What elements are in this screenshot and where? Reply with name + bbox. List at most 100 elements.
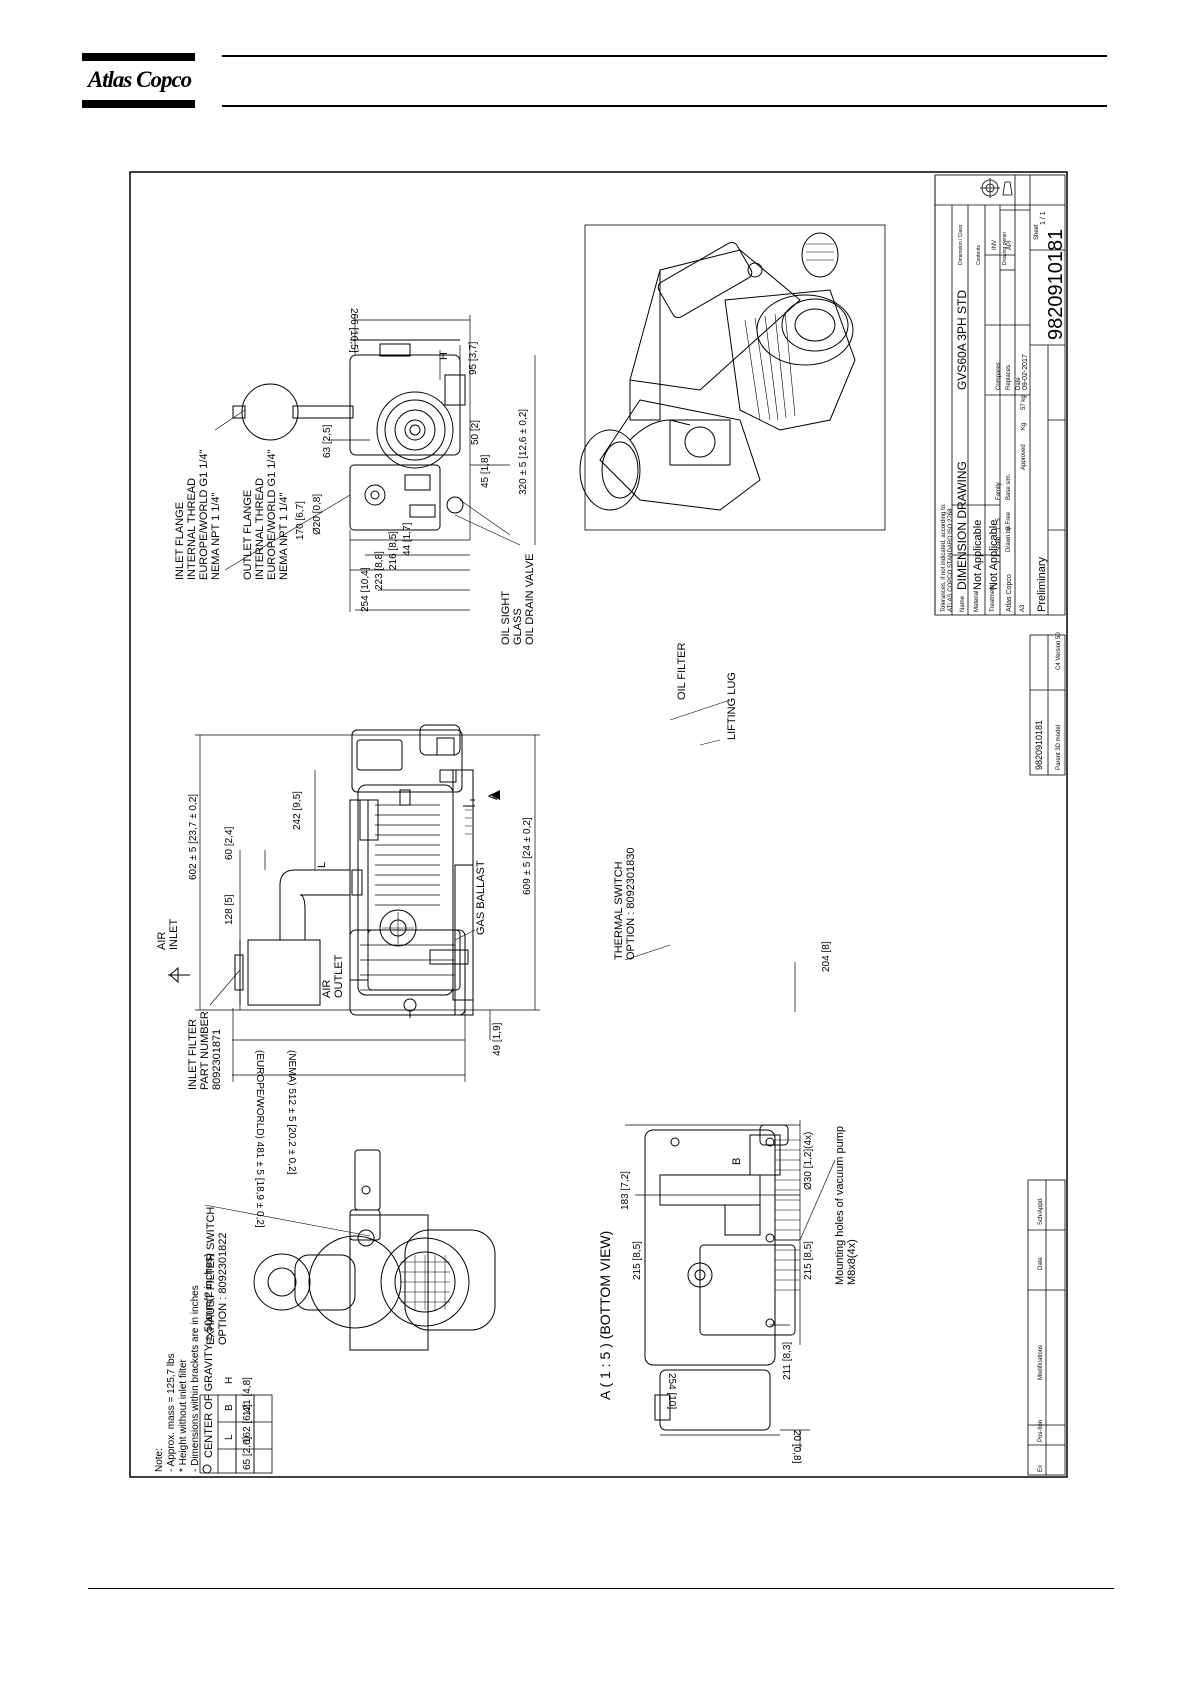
cog-header-l: L [224, 1434, 235, 1440]
gas-ballast-label: GAS BALLAST [475, 860, 487, 935]
drawing-text: EXHAUST FILTER SWITCH OPTION : 809230182… [154, 211, 1067, 1474]
dim-481: (EUROPE/WORLD) 481 ± 5 [18,9 ± 0,2] [254, 1050, 265, 1228]
rev-sch-appd: Sch/Appd. [1038, 1197, 1044, 1225]
dim-170: 170 [6,7] [295, 501, 306, 540]
inlet-filter-label-1: INLET FILTER [187, 1019, 199, 1090]
marker-b: B [731, 1158, 743, 1165]
tb-file-note: Parent 3D model [1056, 725, 1062, 770]
dim-50: 50 [2] [470, 420, 481, 445]
note-line-4: - Dimensions within brackets are in inch… [190, 1285, 201, 1472]
lifting-lug-label: LIFTING LUG [726, 672, 738, 740]
tb-date: 09-02-2017 [1022, 354, 1029, 390]
dim-254: 254 [10,4] [360, 567, 371, 612]
tb-weight-label: Kg [1021, 423, 1027, 430]
thermal-switch-label-2: OPTION : 8092301830 [625, 847, 637, 960]
end-view-dimensions [330, 315, 536, 612]
outlet-flange-label-4: NEMA NPT 1 1/4" [278, 492, 290, 580]
outlet-flange-label-1: OUTLET FLANGE [242, 490, 254, 580]
bottom-view [644, 1124, 800, 1431]
dim-320: 320 ± 5 [12,6 ± 0,2] [518, 409, 529, 495]
tb-checked-label: Base sim. [1006, 473, 1012, 500]
tb-small-label-3: Contents [976, 244, 982, 265]
dim-266: 266 [10,5] [348, 308, 359, 353]
dim-63: 63 [2,5] [322, 424, 333, 458]
cog-value-b: 162 [6,4] [242, 1404, 253, 1443]
tb-name: DIMENSION DRAWING [955, 461, 969, 590]
tb-small-label-1: Dimension / Class [958, 224, 964, 265]
isometric-view [579, 224, 886, 531]
cog-value-l: 65 [2,6] [242, 1436, 253, 1470]
rev-date: Date [1038, 1257, 1044, 1270]
arrows [168, 790, 500, 984]
revision-block [1027, 1179, 1066, 1476]
air-outlet-label-1: AIR [321, 980, 333, 998]
tb-dept: INV [992, 240, 998, 250]
thermal-switch-label-1: THERMAL SWITCH [613, 861, 625, 960]
tb-company: Atlas Copco [1006, 574, 1013, 612]
tb-drawn-by-label: Drawn by [1006, 527, 1012, 552]
tb-drawing-no: 9820910181 [1045, 229, 1067, 340]
dim-223: 223 [8,8] [374, 551, 385, 590]
tb-sheet-label: Sheet [1034, 224, 1040, 240]
inlet-flange-label-1: INLET FLANGE [174, 502, 186, 580]
side-view [234, 724, 475, 1018]
tb-scale-label: Scale [996, 536, 1002, 552]
rev-position: Pos-tion [1038, 1420, 1044, 1442]
tb-treatment: Not Applicable [988, 520, 1000, 590]
title-block [934, 174, 1066, 776]
cog-value-h: 121 [4,8] [242, 1377, 253, 1416]
oil-sight-label-2: GLASS [512, 608, 524, 645]
tb-api-label: API [1007, 240, 1013, 250]
air-inlet-label-2: INLET [168, 919, 180, 950]
marker-l: L [316, 862, 328, 868]
logo-text: Atlas Copco [87, 67, 192, 92]
marker-h: H [438, 352, 450, 360]
arrow-a-label: A [486, 792, 500, 800]
dim-512: (NEMA) 512 ± 5 [20,2 ± 0,2] [286, 1050, 297, 1175]
tb-name-label: Name [960, 595, 966, 612]
tb-material: Not Applicable [972, 520, 984, 590]
dim-215-a: 215 [8,5] [632, 1241, 643, 1280]
tb-small-label-2: Drawing owner [1002, 231, 1008, 265]
bottom-view-title: A ( 1 : 5 ) (BOTTOM VIEW) [597, 1231, 613, 1400]
side-view-dimensions [195, 734, 796, 1082]
dim-20: 20 [0,8] [791, 1430, 802, 1464]
oil-sight-label-1: OIL SIGHT [500, 591, 512, 645]
tb-material-label: Material [974, 591, 980, 612]
logo-bar-top [82, 53, 195, 61]
dim-216: 216 [8,5] [388, 531, 399, 570]
footer-rule [88, 1588, 1114, 1589]
tb-version-note: C4 Version 50 [1056, 632, 1062, 670]
cog-header-h: H [224, 1377, 235, 1384]
mounting-holes-label-1: Mounting holes of vacuum pump [834, 1126, 846, 1285]
tb-weight: 57 kg [1021, 395, 1027, 410]
tb-drawn-by: B.Free [1006, 511, 1012, 530]
dim-45: 45 [1,8] [480, 454, 491, 488]
dim-49: 49 [1,9] [492, 1022, 503, 1056]
dim-254-bottom: 254 [10] [666, 1373, 677, 1409]
dim-204: 204 [8] [821, 941, 832, 972]
note-line-3: * Height without inlet filter [178, 1358, 189, 1472]
drawing-border [129, 171, 1068, 1478]
dim-128: 128 [5] [224, 894, 235, 925]
tb-compares-label: Compares [996, 362, 1002, 390]
header-rule-top [222, 55, 1107, 57]
exhaust-switch-label-1: EXHAUST FILTER SWITCH [205, 1207, 217, 1345]
rev-modifications: Modifications [1038, 1345, 1044, 1380]
dim-60: 60 [2,4] [224, 826, 235, 860]
note-line-1: Note: [154, 1448, 165, 1472]
tb-treatment-label: Treatment [990, 585, 996, 612]
rev-ex: Ex [1038, 1465, 1044, 1472]
bottom-view-dimensions [625, 1120, 810, 1450]
tb-replaces-label: Replaces [1006, 365, 1012, 390]
inlet-flange-label-4: NEMA NPT 1 1/4" [210, 492, 222, 580]
center-of-gravity-table [199, 1394, 273, 1474]
tb-side-number: 9820910181 [1034, 720, 1044, 770]
tb-status: Preliminary [1036, 556, 1048, 612]
dim-phi20: Ø20 [0,8] [312, 494, 323, 535]
atlas-copco-logo: Atlas Copco [82, 53, 195, 108]
outlet-flange-label-3: EUROPE/WORLD G1 1/4" [266, 449, 278, 580]
tb-sheet: 1 / 1 [1040, 211, 1047, 225]
tb-proj: A3 [1020, 604, 1026, 612]
